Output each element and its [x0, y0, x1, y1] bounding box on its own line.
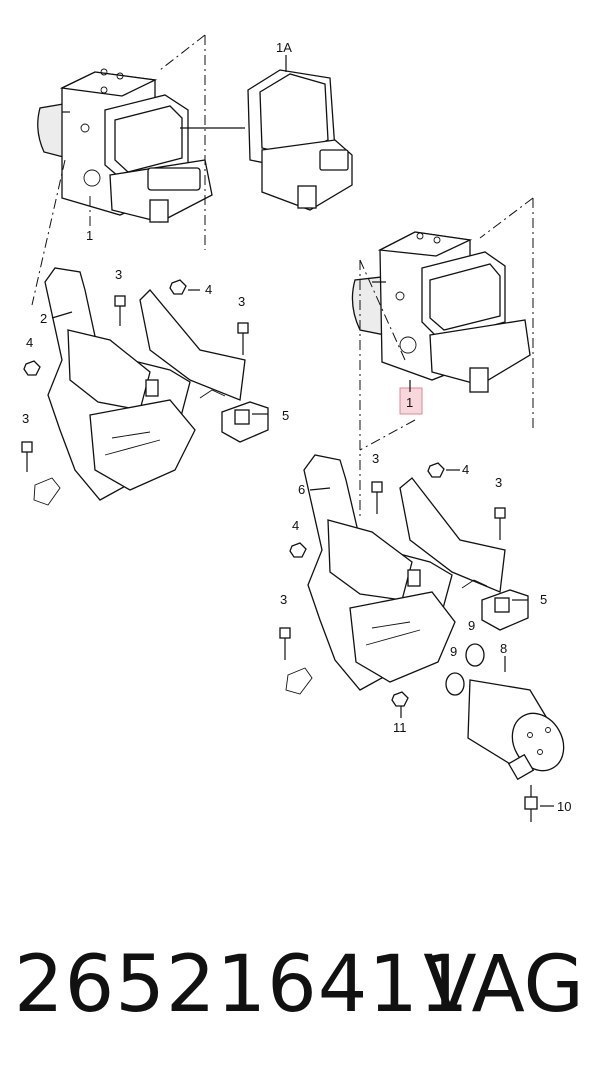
brand-name: VAG	[423, 940, 584, 1030]
part-number: 265216411	[14, 940, 470, 1030]
abs-control-unit-right	[351, 231, 531, 393]
callout-1: 1	[86, 228, 93, 243]
clamp-left	[221, 401, 269, 443]
dashed-guide	[31, 34, 206, 306]
callout-4: 4	[292, 518, 299, 533]
callout-4: 4	[26, 335, 33, 350]
callout-3: 3	[280, 592, 287, 607]
callout-3: 3	[495, 475, 502, 490]
bolt-icon	[371, 481, 383, 514]
callout-6: 6	[298, 482, 305, 497]
bracket-left	[33, 267, 246, 506]
bushing-icon	[465, 643, 485, 667]
callout-9: 9	[468, 618, 475, 633]
exploded-parts-diagram: 1 1A 2 3 3 3 4 4 5	[21, 34, 571, 822]
callout-2: 2	[40, 311, 47, 326]
nut-icon	[169, 279, 187, 295]
callout-1a: 1A	[276, 40, 292, 55]
dashed-guide	[359, 197, 534, 520]
highlight-box	[399, 387, 423, 415]
bolt-icon	[114, 295, 126, 326]
nut-icon	[23, 360, 41, 376]
abs-control-unit-1a	[247, 69, 353, 211]
callout-9: 9	[450, 644, 457, 659]
bolt-icon	[524, 785, 538, 822]
bolt-icon	[494, 507, 506, 540]
callout-3: 3	[372, 451, 379, 466]
footer: 265216411 VAG	[0, 930, 600, 1050]
callout-8: 8	[500, 641, 507, 656]
bracket-right	[285, 454, 506, 695]
callout-4: 4	[462, 462, 469, 477]
bushing-icon	[445, 672, 465, 696]
callout-11: 11	[393, 720, 407, 735]
bolt-icon	[237, 322, 249, 355]
bolt-icon	[21, 441, 33, 472]
callout-5: 5	[540, 592, 547, 607]
callout-3: 3	[115, 267, 122, 282]
sensor-cylinder	[467, 679, 565, 781]
callout-5: 5	[282, 408, 289, 423]
clamp-right	[481, 589, 529, 631]
nut-icon	[427, 462, 445, 478]
nut-icon	[289, 542, 307, 558]
callout-1: 1	[406, 395, 413, 410]
callout-10: 10	[557, 799, 571, 814]
abs-control-unit-left	[37, 68, 213, 223]
nut-icon	[391, 691, 409, 707]
callout-4: 4	[205, 282, 212, 297]
callout-3: 3	[238, 294, 245, 309]
bolt-icon	[279, 627, 291, 660]
callout-3: 3	[22, 411, 29, 426]
